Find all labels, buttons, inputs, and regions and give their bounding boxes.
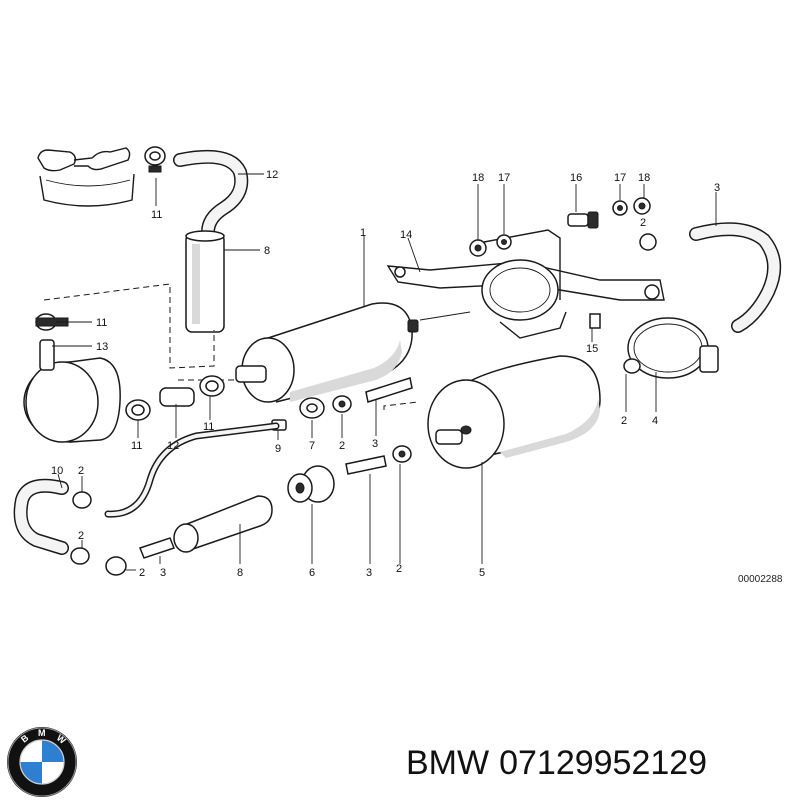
callout-3: 3 [366, 567, 372, 579]
leader-lines [52, 173, 717, 571]
svg-text:M: M [38, 728, 46, 738]
callout-12: 12 [167, 440, 179, 452]
callout-17: 17 [498, 172, 510, 184]
callout-12: 12 [266, 169, 278, 181]
callout-8: 8 [264, 245, 270, 257]
parts-diagram: 11 12 8 1 14 18 17 16 17 18 3 2 15 11 13… [13, 146, 783, 585]
callout-3: 3 [372, 438, 378, 450]
callout-5: 5 [479, 567, 485, 579]
hose-clamp-top [144, 146, 166, 173]
callout-2: 2 [339, 440, 345, 452]
brand-name: BMW [406, 744, 490, 782]
bmw-logo-icon: B M W [7, 727, 77, 797]
callout-11: 11 [151, 209, 162, 221]
hose-sleeve-upper [185, 230, 225, 333]
callout-4: 4 [652, 415, 658, 427]
callout-13: 13 [96, 341, 108, 353]
part-number: 07129952129 [499, 744, 708, 782]
small-hoses-clamps-row [125, 375, 413, 475]
fuel-pump [235, 302, 471, 403]
callout-18: 18 [472, 172, 484, 184]
svg-text:B: B [19, 732, 31, 744]
callout-6: 6 [309, 567, 315, 579]
callout-8: 8 [237, 567, 243, 579]
callout-labels: 11 12 8 1 14 18 17 16 17 18 3 2 15 11 13… [51, 169, 783, 585]
callout-2: 2 [621, 415, 627, 427]
callout-3: 3 [714, 182, 720, 194]
callout-2: 2 [396, 563, 402, 575]
hose-sleeve-lower [139, 465, 335, 559]
callout-2: 2 [78, 530, 84, 542]
callout-9: 9 [275, 443, 281, 455]
callout-16: 16 [570, 172, 582, 184]
mounting-bracket [386, 229, 665, 339]
fuel-filter [427, 355, 601, 469]
callout-2: 2 [78, 465, 84, 477]
diagram-code: 00002288 [738, 574, 783, 585]
fuel-hose-lower-left [13, 478, 127, 576]
callout-11: 11 [131, 440, 142, 452]
fuel-line [104, 422, 280, 518]
strap-clamp [623, 233, 719, 379]
callout-2: 2 [139, 567, 145, 579]
tank-sender-unit [23, 313, 121, 443]
callout-17: 17 [614, 172, 626, 184]
callout-11: 11 [203, 421, 214, 433]
callout-2: 2 [640, 217, 646, 229]
bushings-and-screw [469, 197, 651, 329]
callout-7: 7 [309, 440, 315, 452]
tank-outline-sketch [37, 147, 135, 207]
callout-10: 10 [51, 465, 63, 477]
callout-1: 1 [360, 227, 366, 239]
callout-3: 3 [160, 567, 166, 579]
callout-11: 11 [96, 317, 107, 329]
callout-18: 18 [638, 172, 650, 184]
fuel-hose-upper [173, 149, 249, 239]
callout-15: 15 [586, 343, 598, 355]
callout-14: 14 [400, 229, 412, 241]
fuel-hose-right [689, 222, 781, 333]
